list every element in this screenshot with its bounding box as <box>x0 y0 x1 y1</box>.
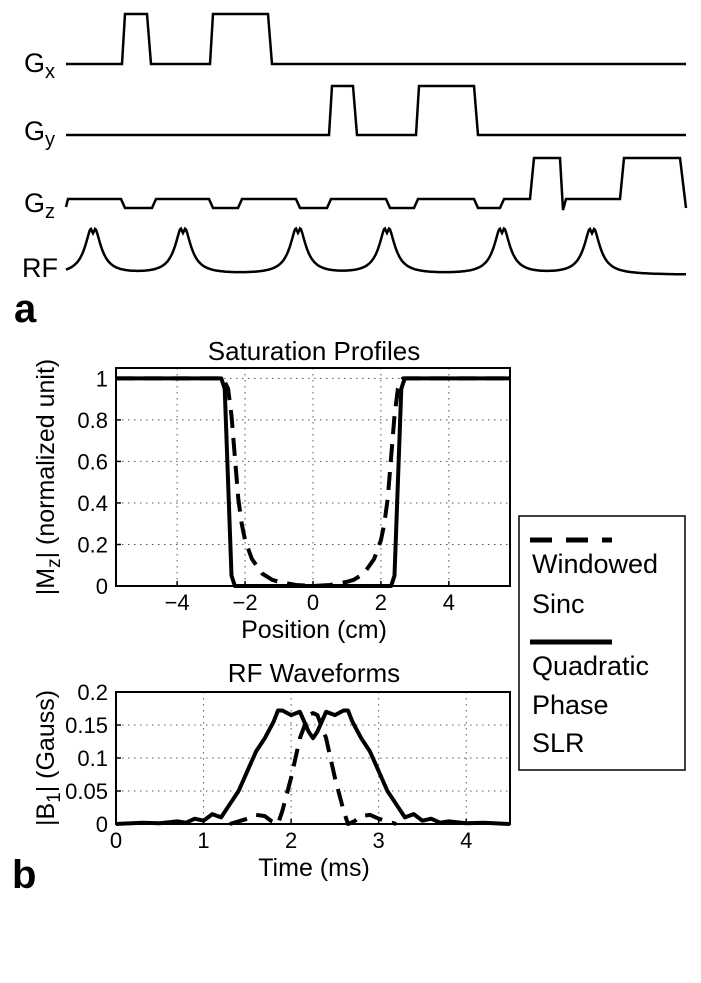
rf-trace <box>65 226 686 276</box>
x-tick-label: 1 <box>197 828 209 853</box>
series-line-windowed-sinc <box>116 376 510 588</box>
x-tick-label: −4 <box>165 590 190 615</box>
saturation-profiles-title: Saturation Profiles <box>208 336 420 366</box>
y-tick-label: 0 <box>96 812 108 837</box>
saturation-profiles-chart: Saturation Profiles 0 0.2 0.4 0.6 0.8 1 −4 −2 0… <box>32 336 511 644</box>
series-line-windowed-sinc <box>229 711 397 826</box>
y-tick-label: 0.8 <box>77 408 108 433</box>
y-tick-label: 1 <box>96 366 108 391</box>
gz-label: Gz <box>24 188 55 223</box>
y-tick-label: 0.1 <box>77 746 108 771</box>
y-tick-label: 0.15 <box>65 713 108 738</box>
y-tick-label: 0.4 <box>77 491 108 516</box>
x-tick-label: 2 <box>375 590 387 615</box>
y-tick-label: 0.6 <box>77 449 108 474</box>
rf-y-label: |B1| (Gauss) <box>32 690 65 826</box>
pulse-sequence-diagram: Gx Gy Gz RF a <box>14 12 688 331</box>
gy-trace <box>66 84 686 137</box>
rf-x-ticks: 0 1 2 3 4 <box>110 819 472 853</box>
saturation-x-ticks: −4 −2 0 2 4 <box>165 581 455 615</box>
x-tick-label: 3 <box>373 828 385 853</box>
gz-trace <box>64 156 688 211</box>
saturation-y-ticks: 0 0.2 0.4 0.6 0.8 1 <box>77 366 121 599</box>
series-line-quadratic-phase-slr <box>115 708 511 826</box>
panel-label-a: a <box>14 287 37 331</box>
x-tick-label: 0 <box>307 590 319 615</box>
saturation-y-label: |Mz| (normalized unit) <box>32 359 65 595</box>
gy-label: Gy <box>24 116 55 151</box>
y-tick-label: 0 <box>96 574 108 599</box>
legend: Windowed Sinc Quadratic Phase SLR <box>518 515 686 771</box>
rf-label: RF <box>22 253 58 283</box>
legend-item-slr-line1: Quadratic <box>532 651 649 681</box>
panel-label-b: b <box>12 853 36 897</box>
rf-x-label: Time (ms) <box>258 854 370 882</box>
y-tick-label: 0.2 <box>77 680 108 705</box>
x-tick-label: 4 <box>443 590 455 615</box>
legend-item-windowed-line1: Windowed <box>532 549 658 579</box>
y-tick-label: 0.2 <box>77 532 108 557</box>
gx-trace <box>66 12 686 66</box>
x-tick-label: −2 <box>233 590 258 615</box>
rf-waveforms-title: RF Waveforms <box>228 658 400 688</box>
saturation-x-label: Position (cm) <box>241 616 387 644</box>
saturation-grid <box>116 368 510 587</box>
x-tick-label: 2 <box>285 828 297 853</box>
rf-y-ticks: 0 0.05 0.1 0.15 0.2 <box>65 680 121 837</box>
legend-item-windowed-line2: Sinc <box>532 589 585 619</box>
y-tick-label: 0.05 <box>65 779 108 804</box>
legend-item-slr-line3: SLR <box>532 728 585 758</box>
x-tick-label: 4 <box>460 828 472 853</box>
gx-label: Gx <box>24 48 55 83</box>
x-tick-label: 0 <box>110 828 122 853</box>
rf-series <box>115 708 511 826</box>
legend-item-slr-line2: Phase <box>532 690 609 720</box>
